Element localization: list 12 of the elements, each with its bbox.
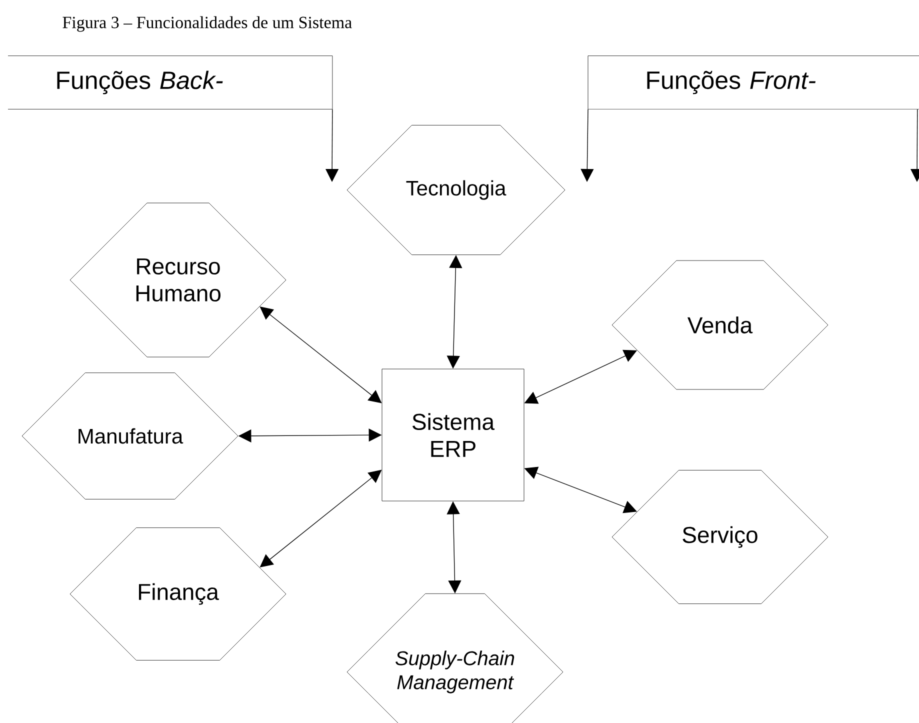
module-hexagon: Recurso Humano xyxy=(70,202,286,358)
module-hexagon: Tecnologia xyxy=(346,125,566,255)
module-hexagon: Finança xyxy=(70,528,286,660)
figure-title: Figura 3 – Funcionalidades de um Sistema xyxy=(62,16,352,32)
module-hexagon: Manufatura xyxy=(22,372,238,500)
module-hexagon: Supply-Chain Management xyxy=(346,593,564,723)
function-banner: Funções Front- xyxy=(588,56,919,110)
system-box: Sistema ERP xyxy=(382,368,524,502)
module-hexagon: Serviço xyxy=(612,470,828,604)
module-hexagon: Venda xyxy=(612,260,828,390)
function-banner: Funções Back- xyxy=(8,56,333,110)
arrow xyxy=(580,108,594,182)
